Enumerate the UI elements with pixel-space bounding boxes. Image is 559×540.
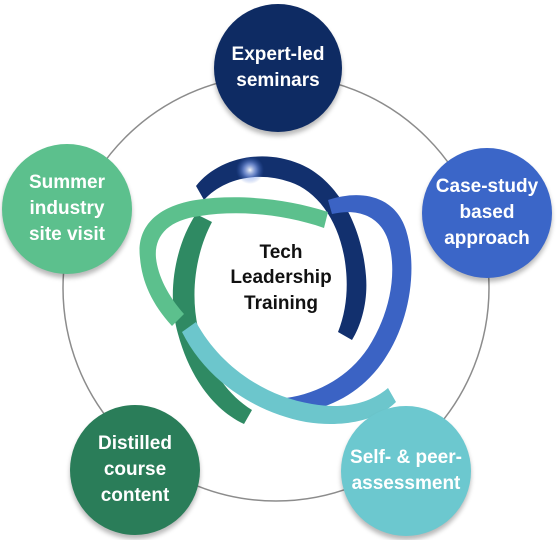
- node-self-peer-assessment: Self- & peer- assessment: [341, 406, 471, 536]
- center-title: Tech Leadership Training: [230, 242, 332, 314]
- node-label: Case-study based approach: [435, 175, 539, 250]
- ribbon-green-light: [139, 197, 328, 326]
- node-distilled-course-content: Distilled course content: [70, 405, 200, 535]
- node-label: Distilled course content: [98, 432, 172, 507]
- node-label: Self- & peer- assessment: [350, 446, 462, 494]
- node-summer-industry-site-visit: Summer industry site visit: [2, 144, 132, 274]
- node-label: Expert-led seminars: [231, 43, 325, 91]
- ribbon-navy: [196, 156, 367, 340]
- gloss-sphere: [236, 156, 264, 184]
- node-case-study-based-approach: Case-study based approach: [422, 148, 552, 278]
- ribbon-blue: [286, 195, 412, 414]
- node-label: Summer industry site visit: [28, 171, 106, 246]
- ribbon-green-dark: [172, 214, 252, 424]
- node-expert-led-seminars: Expert-led seminars: [214, 4, 342, 132]
